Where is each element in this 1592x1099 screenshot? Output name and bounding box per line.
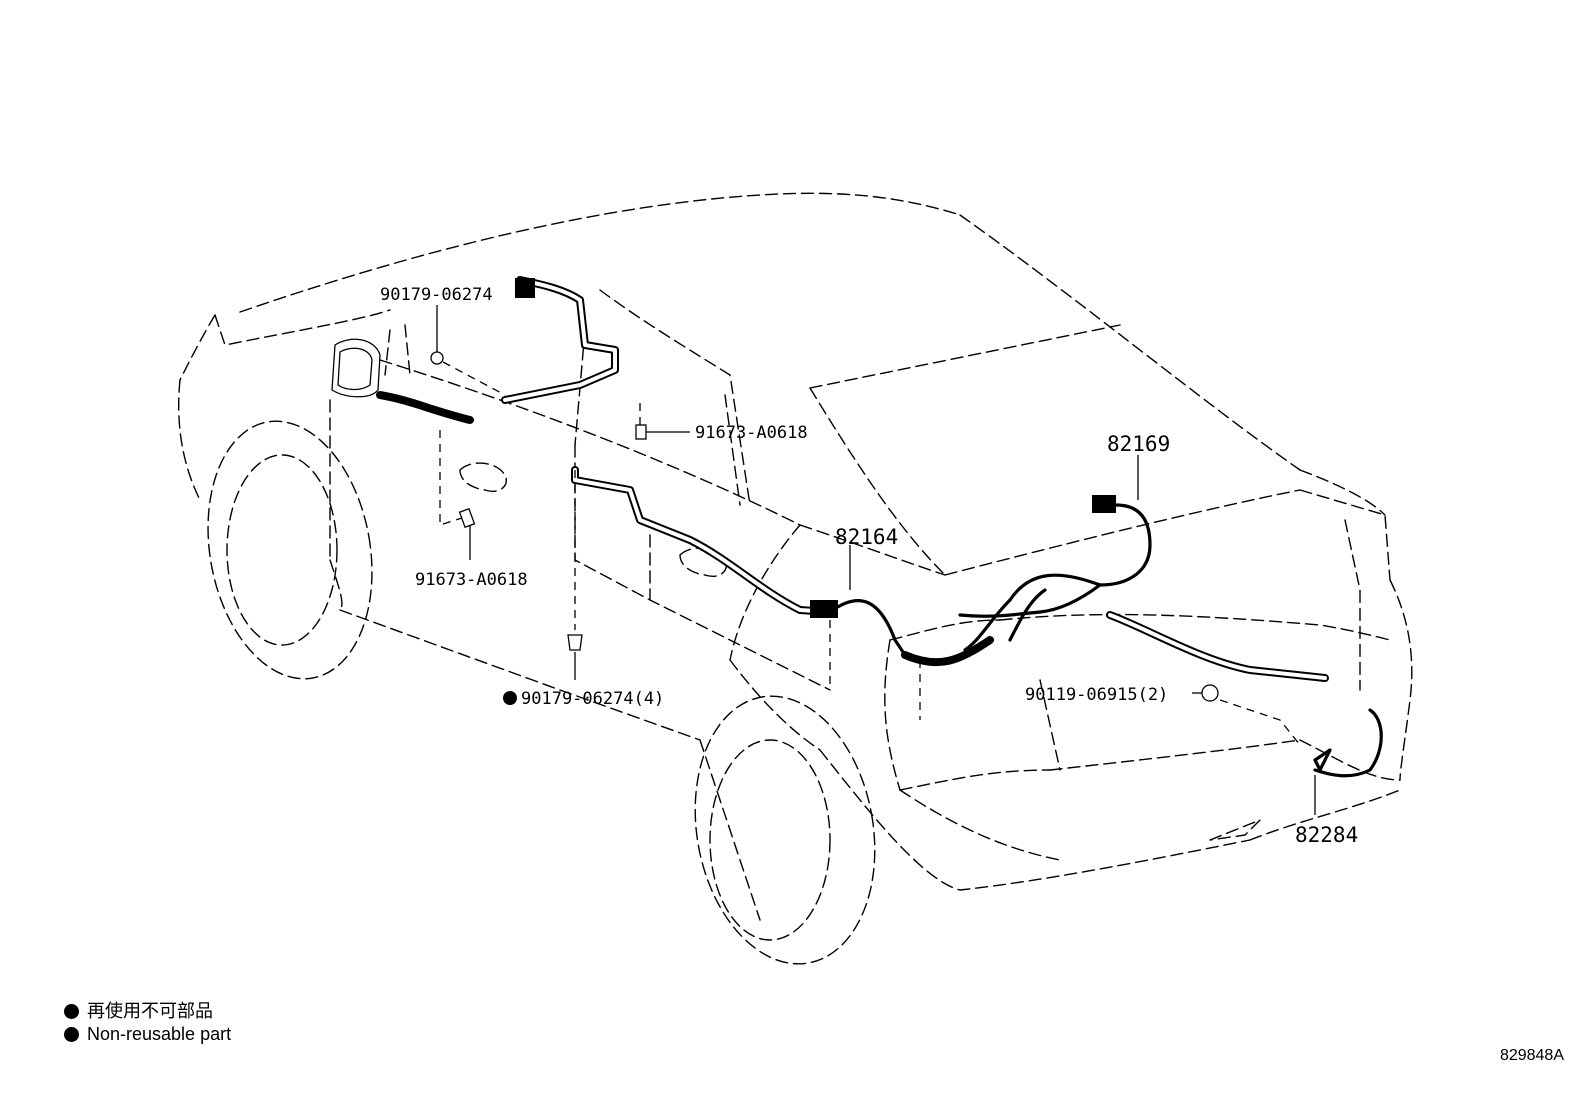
callout-harness-82164: 82164 (835, 525, 898, 549)
legend-text-en: Non-reusable part (87, 1024, 232, 1044)
legend-english: Non-reusable part (64, 1024, 231, 1045)
fasteners (430, 351, 1219, 702)
car-body-outline (178, 192, 1413, 965)
callout-clip-top: 90179-06274 (380, 285, 493, 305)
legend-text-jp: 再使用不可部品 (87, 1001, 213, 1021)
callout-clip-bottom: 90179-06274(4) (521, 689, 664, 709)
leader-lines (436, 305, 1316, 815)
callout-bolt-lower: 91673-A0618 (415, 570, 528, 590)
bullet-icon (64, 1004, 79, 1019)
callout-labels: 90179-06274 91673-A0618 91673-A0618 9017… (380, 285, 1358, 847)
legend-japanese: 再使用不可部品 (64, 997, 213, 1023)
callout-harness-82284: 82284 (1295, 823, 1358, 847)
harness-82164-routing (376, 276, 994, 667)
callout-harness-82169: 82169 (1107, 432, 1170, 456)
side-mirror (331, 338, 381, 398)
harness-82284-routing (1106, 611, 1383, 778)
callout-bolt-upper: 91673-A0618 (695, 423, 808, 443)
non-reusable-marker (503, 691, 517, 705)
bullet-icon (64, 1027, 79, 1042)
harness-82169-routing (958, 495, 1152, 652)
reference-code: 829848A (1499, 1047, 1564, 1064)
callout-clip-rear: 90119-06915(2) (1025, 685, 1168, 705)
